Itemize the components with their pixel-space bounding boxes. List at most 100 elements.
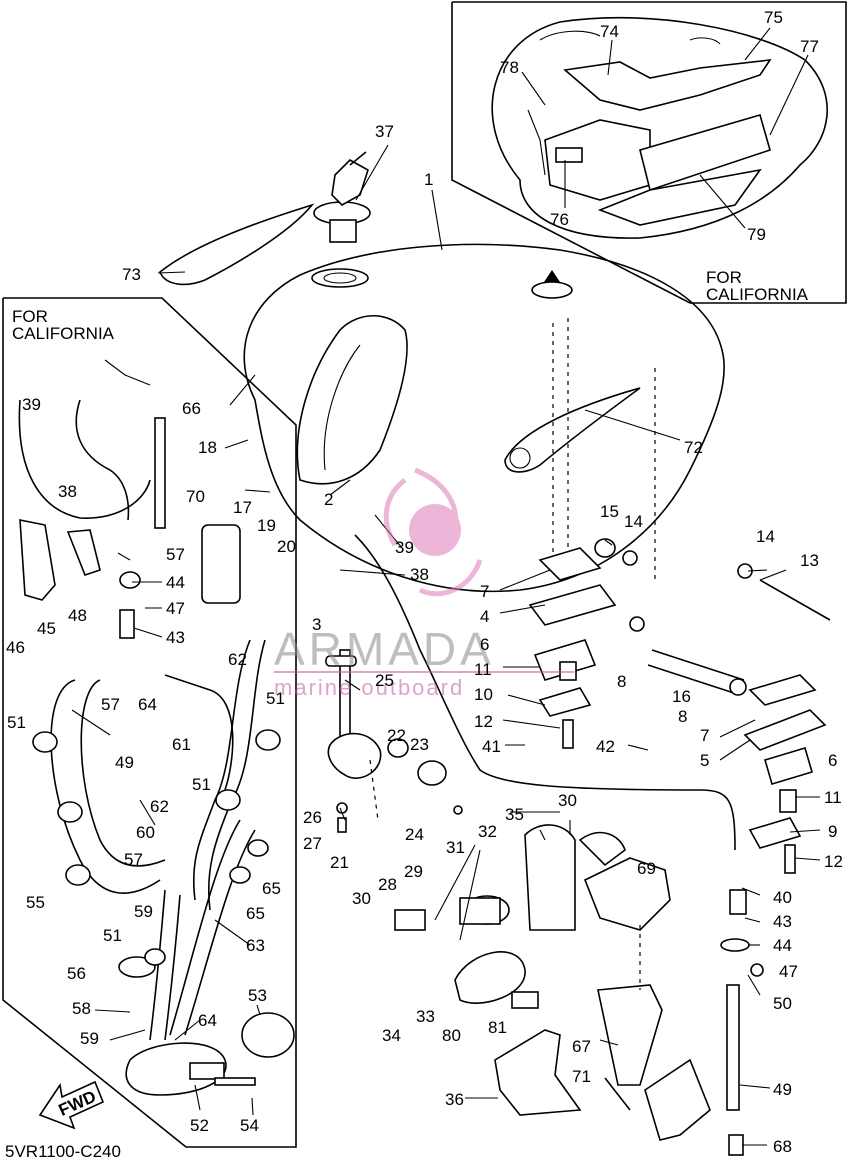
callout-61: 61: [172, 735, 191, 754]
callout-8b: 8: [678, 707, 687, 726]
callout-44a: 44: [166, 573, 185, 592]
callout-59b: 59: [80, 1029, 99, 1048]
callout-39a: 39: [22, 395, 41, 414]
tank-cover-73: [159, 203, 315, 286]
callout-22: 22: [387, 726, 406, 745]
callout-57c: 57: [124, 850, 143, 869]
leader-lines: [71, 27, 821, 1146]
callout-74: 74: [600, 22, 619, 41]
callout-17: 17: [233, 498, 252, 517]
callout-81: 81: [488, 1018, 507, 1037]
callout-27: 27: [303, 834, 322, 853]
callout-75: 75: [764, 8, 783, 27]
callout-64a: 64: [138, 695, 157, 714]
callout-11b: 11: [824, 788, 842, 807]
lower-brackets: [494, 857, 711, 1141]
callout-65b: 65: [246, 904, 265, 923]
inset-top-label-line1: FOR: [706, 268, 742, 287]
fuel-cap: [313, 151, 371, 243]
callout-54: 54: [240, 1116, 259, 1135]
callout-37: 37: [375, 122, 394, 141]
callout-51a: 51: [266, 689, 285, 708]
inset-left-label-line1: FOR: [12, 307, 48, 326]
inset-top-label-line2: CALIFORNIA: [706, 285, 809, 304]
callout-69: 69: [637, 859, 656, 878]
callout-1: 1: [424, 170, 433, 189]
callout-15: 15: [600, 502, 619, 521]
watermark-tagline: marine outboard: [274, 675, 464, 700]
callout-33: 33: [416, 1007, 435, 1026]
callout-67: 67: [572, 1037, 591, 1056]
callout-66: 66: [182, 399, 201, 418]
callout-63: 63: [246, 936, 265, 955]
callout-6a: 6: [480, 635, 489, 654]
callout-21: 21: [330, 853, 349, 872]
callout-31: 31: [446, 838, 465, 857]
callout-layer: 37 1 73 74 75 77 78 76 79 39 38 70 66 18…: [6, 8, 843, 1156]
callout-41: 41: [482, 737, 501, 756]
california-tank-underside: [491, 16, 828, 239]
fuel-cock: [325, 649, 463, 833]
callout-70: 70: [186, 487, 205, 506]
callout-72: 72: [684, 438, 703, 457]
callout-51b: 51: [7, 713, 26, 732]
callout-56: 56: [67, 964, 86, 983]
callout-48: 48: [68, 606, 87, 625]
callout-49a: 49: [115, 753, 134, 772]
fuel-tank: [243, 243, 725, 593]
callout-10: 10: [474, 685, 493, 704]
watermark-brand: ARMADA: [274, 623, 495, 675]
callout-76: 76: [550, 210, 569, 229]
callout-7b: 7: [700, 726, 709, 745]
callout-57a: 57: [166, 545, 185, 564]
armada-watermark: ARMADA marine outboard: [274, 467, 574, 700]
callout-19: 19: [257, 516, 276, 535]
callout-30a: 30: [558, 791, 577, 810]
callout-9: 9: [828, 822, 837, 841]
callout-77: 77: [800, 37, 819, 56]
callout-16: 16: [672, 687, 691, 706]
callout-34: 34: [382, 1026, 401, 1045]
callout-60: 60: [136, 823, 155, 842]
callout-6b: 6: [828, 751, 837, 770]
callout-23: 23: [410, 735, 429, 754]
callout-26: 26: [303, 808, 322, 827]
callout-25: 25: [375, 671, 394, 690]
callout-59a: 59: [134, 902, 153, 921]
callout-35: 35: [505, 805, 524, 824]
callout-29: 29: [404, 862, 423, 881]
callout-8a: 8: [617, 672, 626, 691]
callout-42: 42: [596, 737, 615, 756]
armada-logo-icon: [409, 504, 461, 556]
callout-44b: 44: [773, 936, 792, 955]
callout-20: 20: [277, 537, 296, 556]
callout-71: 71: [572, 1067, 591, 1086]
callout-52: 52: [190, 1116, 209, 1135]
mounting-hardware: [528, 538, 831, 874]
callout-3: 3: [312, 615, 321, 634]
callout-78: 78: [500, 58, 519, 77]
callout-18: 18: [198, 438, 217, 457]
right-hose-line: [354, 534, 764, 1156]
callout-13: 13: [800, 551, 819, 570]
callout-43a: 43: [166, 628, 185, 647]
callout-11a: 11: [474, 660, 492, 679]
callout-38a: 38: [58, 482, 77, 501]
callout-5: 5: [700, 751, 709, 770]
callout-28: 28: [378, 875, 397, 894]
inset-frame-left: [2, 297, 297, 1148]
callout-79: 79: [747, 225, 766, 244]
callout-14b: 14: [756, 527, 775, 546]
callout-53: 53: [248, 986, 267, 1005]
california-evap-system: [18, 359, 295, 1096]
callout-62b: 62: [150, 797, 169, 816]
tank-emblem: [504, 387, 641, 473]
callout-68: 68: [773, 1137, 792, 1156]
callout-51c: 51: [192, 775, 211, 794]
callout-51d: 51: [103, 926, 122, 945]
callout-2: 2: [324, 490, 333, 509]
diagram-code: 5VR1100-C240: [5, 1142, 121, 1161]
callout-32: 32: [478, 822, 497, 841]
callout-62a: 62: [228, 650, 247, 669]
